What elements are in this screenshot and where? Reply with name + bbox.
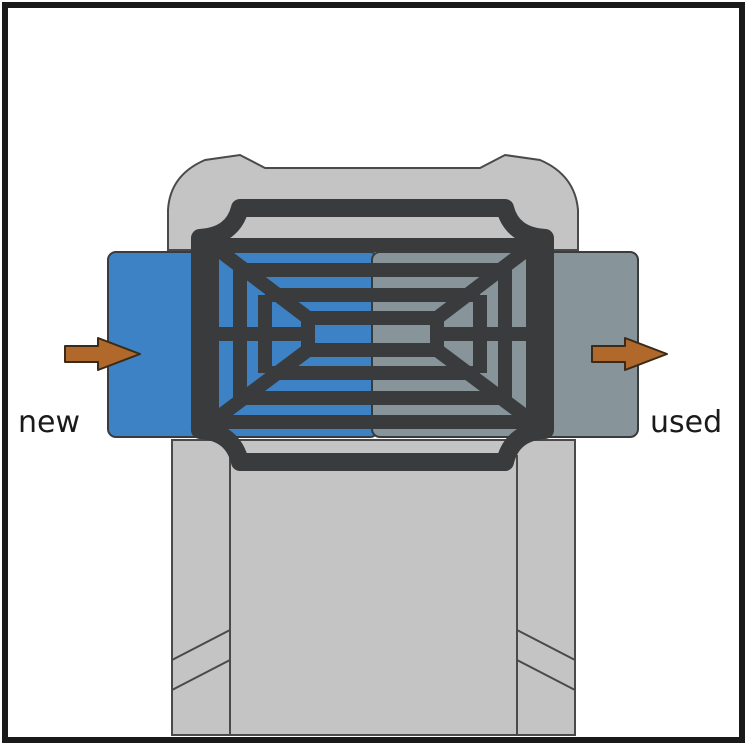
device-body-panel [229, 455, 518, 735]
used-label: used [650, 405, 723, 440]
device-body-left-rail [171, 629, 576, 691]
remove-arrow-icon [591, 337, 668, 371]
new-label: new [18, 405, 81, 440]
device-body [171, 439, 576, 736]
cartridge-grille [191, 199, 554, 471]
insert-arrow-icon [64, 337, 141, 371]
